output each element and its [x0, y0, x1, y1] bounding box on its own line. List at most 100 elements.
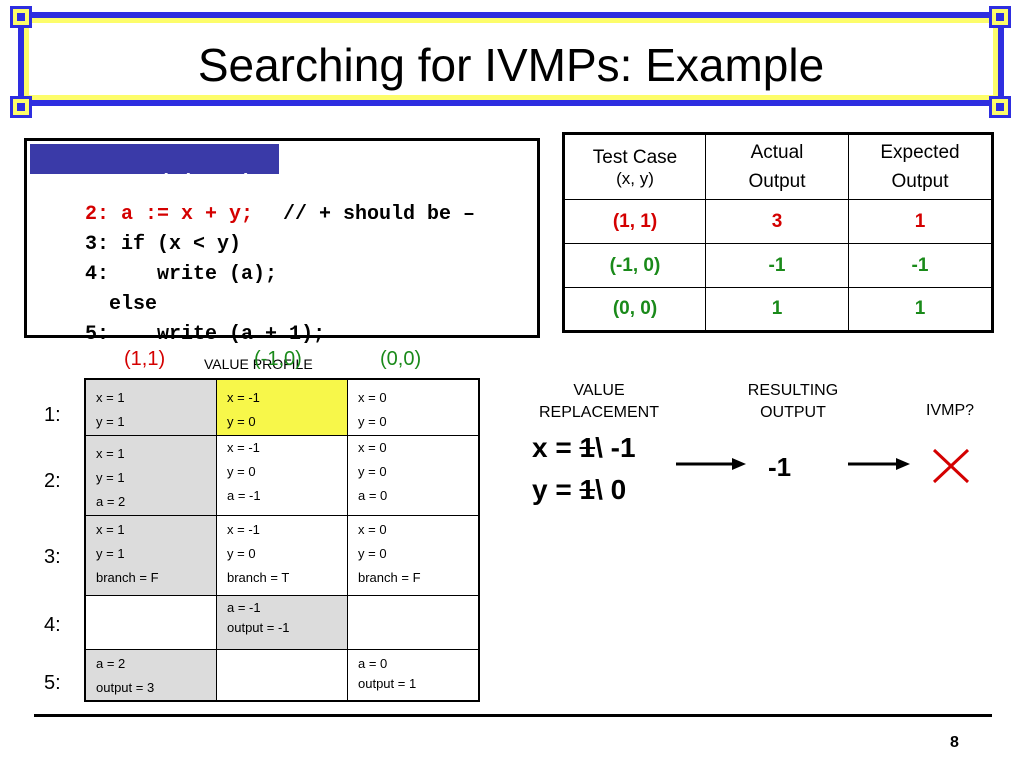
heading-line: VALUE: [573, 382, 625, 399]
profile-cell: x = 0 y = 0 branch = F: [347, 514, 480, 596]
table-row: a = 2 output = 3 a = 0 output = 1: [84, 648, 480, 702]
profile-cell-empty: [216, 648, 348, 702]
header-line: Output: [748, 171, 806, 192]
profile-value: x = 0: [358, 521, 387, 537]
row-label-5: 5:: [44, 672, 61, 694]
corner-decoration-bl: [10, 96, 32, 118]
footer-divider: [34, 714, 992, 717]
backslash-arrow: \: [595, 474, 611, 505]
profile-cell: a = 0 output = 1: [347, 648, 480, 702]
code-text: if (x < y): [109, 233, 242, 256]
profile-value: a = -1: [227, 487, 261, 503]
table-cell: 1: [848, 199, 993, 244]
code-text: write (a);: [109, 263, 278, 286]
code-text: else: [85, 293, 158, 316]
profile-cell: x = 1 y = 1 branch = F: [84, 514, 217, 596]
header-line: Expected: [880, 142, 960, 163]
code-line-3: 3: if (x < y): [37, 209, 241, 281]
profile-value: y = 1: [96, 469, 125, 485]
replacement-prefix: x =: [532, 432, 580, 463]
code-listing: 1: read (x, y); 2: a := x + y;// + shoul…: [24, 138, 540, 346]
header-line: Test Case: [592, 147, 678, 168]
code-line-else: else: [37, 269, 157, 341]
profile-value: y = 0: [358, 545, 387, 561]
line-number: 4:: [85, 263, 110, 286]
row-label-1: 1:: [44, 404, 61, 426]
replacement-line-x: x = 1\ -1: [532, 432, 636, 464]
line-number: 5:: [85, 323, 110, 346]
heading-line: REPLACEMENT: [538, 404, 660, 421]
line-number: 1:: [85, 172, 110, 195]
table-row: a = -1 output = -1: [84, 594, 480, 650]
red-x-icon: [932, 448, 970, 484]
code-text: write (a + 1);: [109, 323, 326, 346]
profile-value: branch = F: [358, 569, 421, 585]
row-label-2: 2:: [44, 470, 61, 492]
profile-value: branch = T: [227, 569, 290, 585]
header-line: Output: [891, 171, 949, 192]
table-row: x = 1 y = 1 branch = F x = -1 y = 0 bran…: [84, 514, 480, 596]
page-number: 8: [950, 734, 959, 751]
profile-value: x = 1: [96, 390, 125, 405]
struck-old-value: 1: [579, 432, 596, 463]
replacement-new-value: -1: [610, 432, 636, 463]
profile-value: a = 0: [358, 487, 388, 503]
profile-value: a = 2: [96, 493, 126, 509]
ivmp-heading: IVMP?: [926, 402, 975, 419]
highlighted-line: [30, 144, 279, 174]
code-comment: // + should be –: [283, 203, 476, 226]
value-replacement-heading: VALUE REPLACEMENT: [514, 380, 684, 424]
profile-value: a = 2: [96, 655, 126, 671]
profile-value: y = 1: [96, 414, 125, 429]
table-cell: 1: [705, 287, 849, 332]
table-row: (-1, 0) -1 -1: [563, 243, 993, 288]
profile-cell: x = 1 y = 1 a = 2: [84, 434, 217, 516]
profile-cell: x = 1 y = 1: [84, 378, 217, 436]
replacement-line-y: y = 1\ 0: [532, 474, 626, 506]
code-text: a := x + y;: [109, 203, 254, 226]
heading-line: OUTPUT: [760, 404, 826, 421]
code-line-4: 4: write (a);: [37, 239, 277, 311]
profile-value: a = 0: [358, 655, 388, 671]
profile-col-label-3: (0,0): [380, 348, 422, 370]
header-actual-output: Actual Output: [705, 133, 849, 200]
table-cell: (1, 1): [563, 199, 706, 244]
corner-decoration-tr: [989, 6, 1011, 28]
profile-value: x = -1: [227, 439, 260, 455]
profile-cell: x = -1 y = 0 branch = T: [216, 514, 348, 596]
table-row: x = 1 y = 1 x = -1 y = 0 x = 0 y = 0: [84, 378, 480, 436]
code-text: read (x, y);: [109, 172, 266, 195]
slide-title: Searching for IVMPs: Example: [197, 39, 825, 91]
code-line-2: 2: a := x + y;// + should be –: [37, 179, 475, 251]
table-cell: -1: [705, 243, 849, 288]
code-line-5: 5: write (a + 1);: [37, 299, 325, 371]
profile-value: y = 0: [227, 463, 256, 479]
backslash-arrow: \: [595, 432, 611, 463]
profile-value: x = 0: [358, 439, 387, 455]
profile-value: x = -1: [227, 390, 260, 405]
profile-cell: x = 0 y = 0: [347, 378, 480, 436]
profile-value: x = 0: [358, 390, 387, 405]
value-profile-table: x = 1 y = 1 x = -1 y = 0 x = 0 y = 0 x =…: [84, 378, 480, 702]
profile-heading: VALUE PROFILE: [204, 356, 313, 372]
profile-col-label-2: (-1,0): [254, 348, 302, 370]
table-row: x = 1 y = 1 a = 2 x = -1 y = 0 a = -1 x …: [84, 434, 480, 516]
profile-cell: x = -1 y = 0: [216, 378, 348, 436]
profile-value: branch = F: [96, 569, 159, 585]
replacement-new-value: 0: [610, 474, 627, 505]
profile-value: y = 0: [227, 414, 256, 429]
profile-value: x = -1: [227, 521, 260, 537]
profile-value: output = 3: [96, 679, 155, 695]
corner-decoration-tl: [10, 6, 32, 28]
profile-cell: a = -1 output = -1: [216, 594, 348, 650]
resulting-output-heading: RESULTING OUTPUT: [718, 380, 868, 424]
profile-value: x = 1: [96, 521, 125, 537]
header-line: Actual: [750, 142, 804, 163]
resulting-output-value: -1: [768, 452, 792, 482]
profile-col-label-1: (1,1): [124, 348, 166, 370]
table-cell: (0, 0): [563, 287, 706, 332]
header-test-case: Test Case (x, y): [563, 133, 706, 200]
arrow-icon: [848, 458, 910, 470]
row-label-3: 3:: [44, 546, 61, 568]
table-cell: 3: [705, 199, 849, 244]
